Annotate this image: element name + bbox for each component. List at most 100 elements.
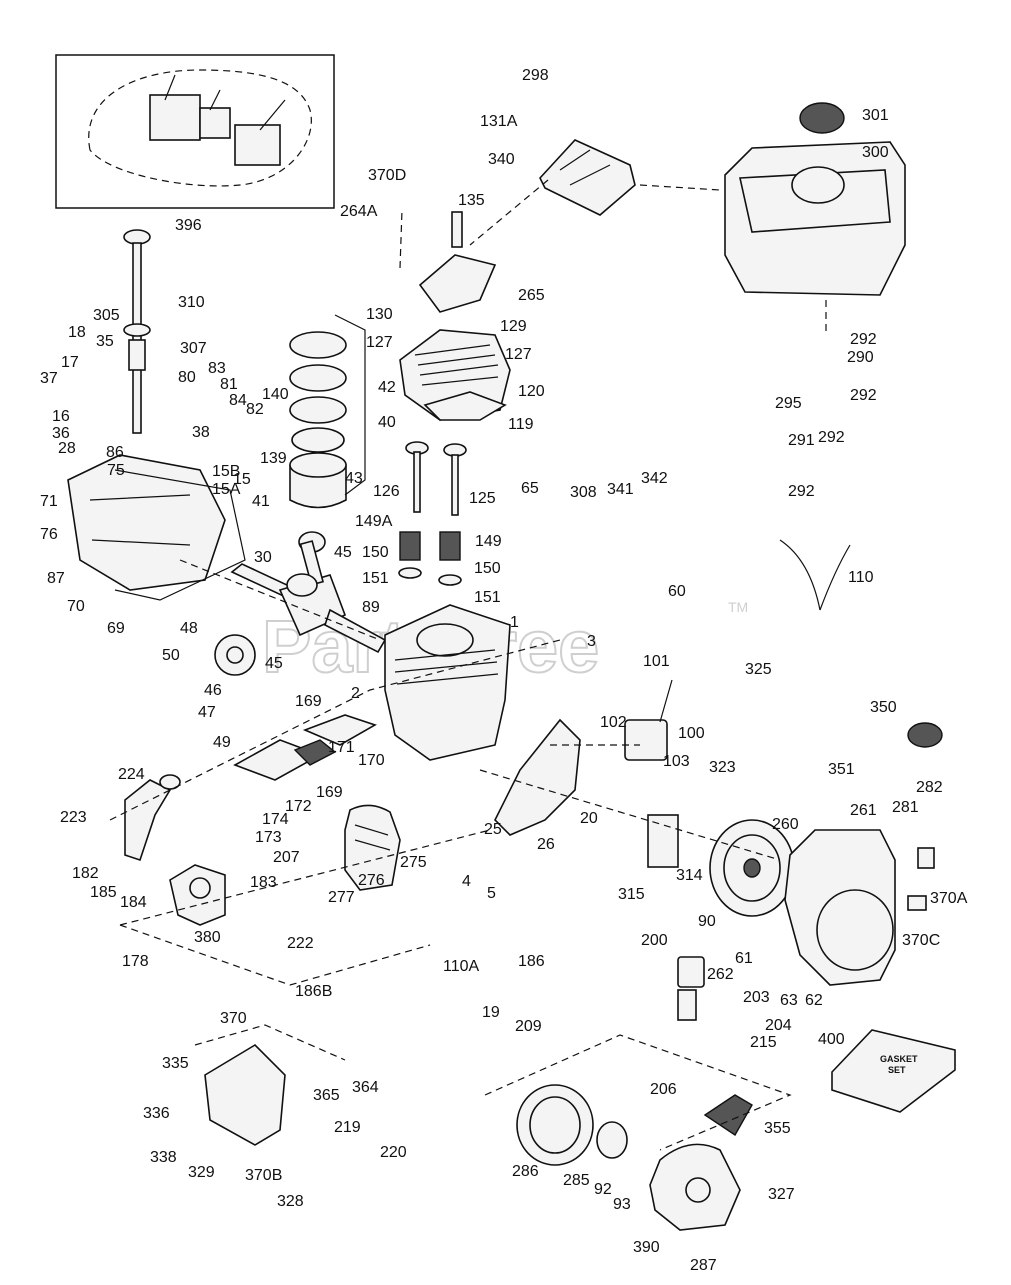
callout-150a: 150 xyxy=(362,544,389,561)
callout-183: 183 xyxy=(250,874,277,891)
callout-131A: 131A xyxy=(480,113,518,130)
callout-3: 3 xyxy=(587,633,596,650)
callout-277: 277 xyxy=(328,889,355,906)
callout-370D: 370D xyxy=(368,167,406,184)
ignition-module-100 xyxy=(624,679,673,761)
callout-224: 224 xyxy=(118,766,145,783)
governor-200 xyxy=(677,956,705,1021)
callout-173: 173 xyxy=(255,829,282,846)
callout-40: 40 xyxy=(378,414,396,431)
callout-390: 390 xyxy=(633,1239,660,1256)
callout-139: 139 xyxy=(260,450,287,467)
callout-275: 275 xyxy=(400,854,427,871)
callout-28: 28 xyxy=(58,440,76,457)
crankcase-cover-70 xyxy=(67,454,246,601)
callout-151a: 151 xyxy=(362,570,389,587)
callout-178: 178 xyxy=(122,953,149,970)
callout-126: 126 xyxy=(373,483,400,500)
callout-305: 305 xyxy=(93,307,120,324)
callout-276: 276 xyxy=(358,872,385,889)
cylinder-head-120 xyxy=(399,329,511,421)
callout-92: 92 xyxy=(594,1181,612,1198)
callout-62: 62 xyxy=(805,992,823,1009)
intake-224 xyxy=(124,774,181,862)
callout-63: 63 xyxy=(780,992,798,1009)
recoil-handle-355 xyxy=(703,1094,753,1136)
inset-harness-396 xyxy=(55,54,335,209)
callout-315: 315 xyxy=(618,886,645,903)
callout-206: 206 xyxy=(650,1081,677,1098)
callout-260: 260 xyxy=(772,816,799,833)
callout-5: 5 xyxy=(487,885,496,902)
callout-186: 186 xyxy=(518,953,545,970)
callout-2: 2 xyxy=(351,685,360,702)
connecting-rod-45 xyxy=(286,531,326,597)
piston-rings-42 xyxy=(289,314,366,509)
callout-110A: 110A xyxy=(443,958,480,975)
callout-215: 215 xyxy=(750,1034,777,1051)
callout-71: 71 xyxy=(40,493,58,510)
callout-314: 314 xyxy=(676,867,703,884)
control-panel-335 xyxy=(204,1043,286,1146)
callout-layer: 298301131A300340370D135264A3962653101301… xyxy=(40,67,968,1274)
cup-285 xyxy=(596,1121,628,1159)
callout-102: 102 xyxy=(600,714,627,731)
callout-49: 49 xyxy=(213,734,231,751)
grommet-350 xyxy=(907,722,943,748)
callout-46: 46 xyxy=(204,682,222,699)
callout-370A: 370A xyxy=(930,890,968,907)
callout-15B: 15B xyxy=(212,463,240,480)
watermark-tm: TM xyxy=(728,599,748,615)
gasket-set-400: GASKET SET xyxy=(831,1029,956,1113)
callout-65: 65 xyxy=(521,480,539,497)
callout-262: 262 xyxy=(707,966,734,983)
callout-301: 301 xyxy=(862,107,889,124)
bracket-265 xyxy=(418,211,497,313)
callout-149A: 149A xyxy=(355,513,393,530)
callout-338: 338 xyxy=(150,1149,177,1166)
callout-286: 286 xyxy=(512,1163,539,1180)
callout-327: 327 xyxy=(768,1186,795,1203)
callout-329: 329 xyxy=(188,1164,215,1181)
switch-314-315 xyxy=(647,814,679,868)
callout-15A: 15A xyxy=(212,481,241,498)
callout-87: 87 xyxy=(47,570,65,587)
cam-gear-50 xyxy=(214,634,256,676)
callout-336: 336 xyxy=(143,1105,170,1122)
callout-1: 1 xyxy=(510,614,519,631)
callout-223: 223 xyxy=(60,809,87,826)
cylinder-block-1 xyxy=(384,604,511,761)
callout-380: 380 xyxy=(194,929,221,946)
callout-120: 120 xyxy=(518,383,545,400)
callout-261: 261 xyxy=(850,802,877,819)
callout-370: 370 xyxy=(220,1010,247,1027)
callout-127b: 127 xyxy=(505,346,532,363)
callout-15: 15 xyxy=(233,471,251,488)
fuel-line-110 xyxy=(779,539,851,611)
callout-140: 140 xyxy=(262,386,289,403)
callout-335: 335 xyxy=(162,1055,189,1072)
callout-45a: 45 xyxy=(334,544,352,561)
muffler-275 xyxy=(344,804,401,891)
callout-103: 103 xyxy=(663,753,690,770)
callout-41: 41 xyxy=(252,493,270,510)
callout-129: 129 xyxy=(500,318,527,335)
assembly-lines xyxy=(109,179,827,1151)
callout-220: 220 xyxy=(380,1144,407,1161)
breather-170-171 xyxy=(233,714,377,781)
rotating-screen-286 xyxy=(516,1084,594,1166)
blower-housing-260 xyxy=(784,829,935,986)
callout-396: 396 xyxy=(175,217,202,234)
callout-298: 298 xyxy=(522,67,549,84)
callout-308: 308 xyxy=(570,484,597,501)
callout-36: 36 xyxy=(52,425,70,442)
callout-281: 281 xyxy=(892,799,919,816)
callout-20: 20 xyxy=(580,810,598,827)
callout-350: 350 xyxy=(870,699,897,716)
callout-355: 355 xyxy=(764,1120,791,1137)
callout-171: 171 xyxy=(328,739,355,756)
callout-340: 340 xyxy=(488,151,515,168)
callout-70: 70 xyxy=(67,598,85,615)
